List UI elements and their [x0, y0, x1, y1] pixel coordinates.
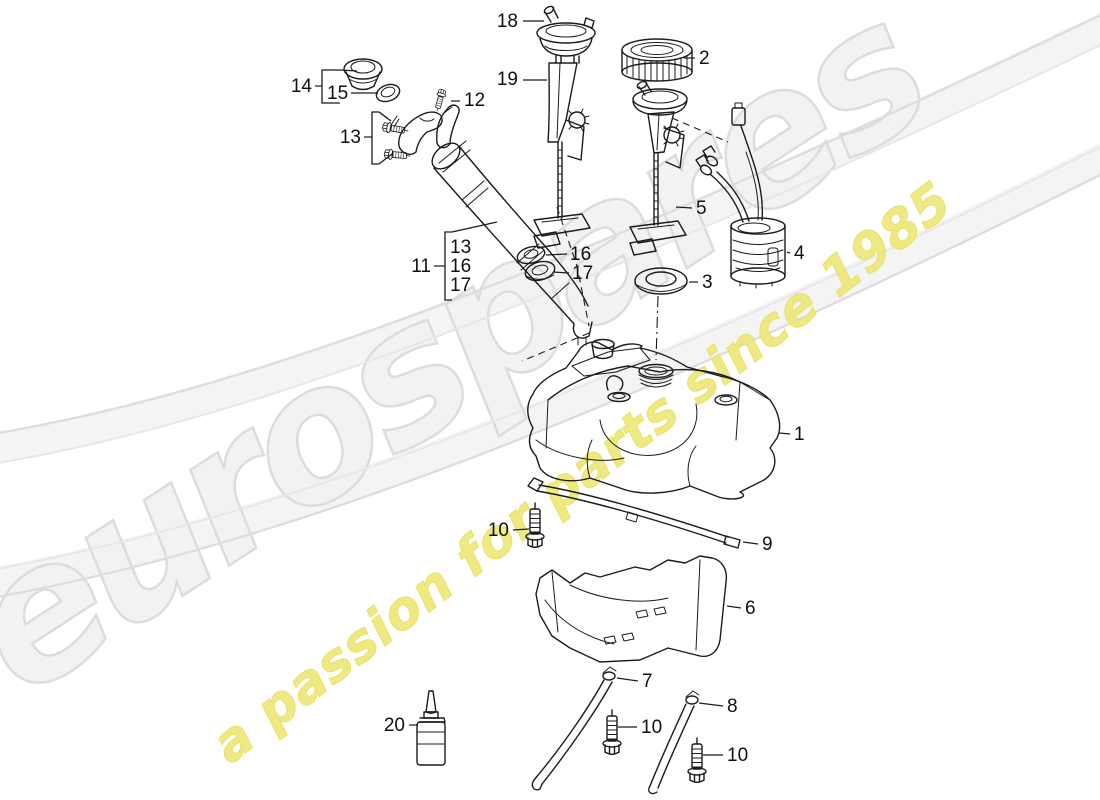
part-10-bolt-rear — [687, 737, 707, 783]
leader-line-4 — [786, 251, 791, 254]
part-label-12: 12 — [464, 90, 485, 111]
part-label-3: 3 — [702, 272, 713, 293]
part-label-19: 19 — [497, 69, 518, 90]
part-3-seal-ring — [634, 267, 688, 295]
part-5-level-sender — [629, 80, 688, 256]
assembly-reference-lines — [521, 117, 729, 362]
part-9-support-strap — [527, 477, 741, 549]
part-label-4: 4 — [794, 243, 805, 264]
part-label-7: 7 — [642, 671, 653, 692]
watermark-swoosh — [0, 12, 1100, 597]
leader-line-9 — [742, 541, 759, 545]
part-label-10: 10 — [488, 520, 509, 541]
part-label-11: 11 — [411, 256, 431, 277]
part-20-bottle — [416, 690, 446, 766]
part-label-20: 20 — [384, 715, 405, 736]
part-label-17: 17 — [450, 275, 471, 296]
part-label-18: 18 — [497, 11, 518, 32]
part-14-filler-cup — [343, 58, 383, 91]
part-label-9: 9 — [762, 534, 773, 555]
part-19-vent-tube — [533, 62, 591, 249]
part-8-strap — [648, 690, 700, 795]
part-6-heat-shield — [535, 555, 728, 663]
leader-line-8 — [698, 702, 724, 707]
leader-line-5 — [675, 206, 693, 209]
leader-line-6 — [726, 605, 742, 609]
part-label-6: 6 — [745, 598, 756, 619]
part-13-clamp-set — [381, 104, 460, 162]
part-label-16: 16 — [570, 244, 591, 265]
part-7-strap — [531, 666, 617, 791]
part-label-1: 1 — [794, 424, 805, 445]
part-11-filler-pipe — [431, 140, 593, 346]
part-label-10: 10 — [641, 717, 662, 738]
part-12-screw — [432, 88, 448, 113]
part-10-bolt-mid — [602, 709, 622, 755]
leader-line-17 — [552, 271, 570, 274]
part-label-17: 17 — [572, 263, 593, 284]
part-18-sender-head — [536, 5, 596, 64]
part-label-10: 10 — [727, 745, 748, 766]
part-17-grommet — [524, 260, 556, 282]
part-label-2: 2 — [699, 48, 710, 69]
part-1-fuel-tank — [527, 338, 781, 500]
part-label-13: 13 — [450, 237, 471, 258]
leader-line-16 — [545, 253, 568, 256]
part-label-5: 5 — [696, 198, 707, 219]
part-2-tank-cap — [621, 38, 693, 82]
part-label-8: 8 — [727, 696, 738, 717]
part-4-fuel-pump — [695, 102, 786, 289]
part-16-grommet — [516, 245, 546, 265]
watermark-swoosh-lines — [0, 14, 1100, 598]
part-label-14: 14 — [291, 76, 313, 97]
leader-line-10 — [512, 528, 530, 531]
part-label-13: 13 — [340, 127, 361, 148]
leader-line-1 — [778, 432, 791, 435]
part-label-15: 15 — [327, 83, 348, 104]
part-15-seal-ring — [375, 83, 401, 103]
leader-line-7 — [616, 677, 639, 682]
part-label-16: 16 — [450, 256, 471, 277]
